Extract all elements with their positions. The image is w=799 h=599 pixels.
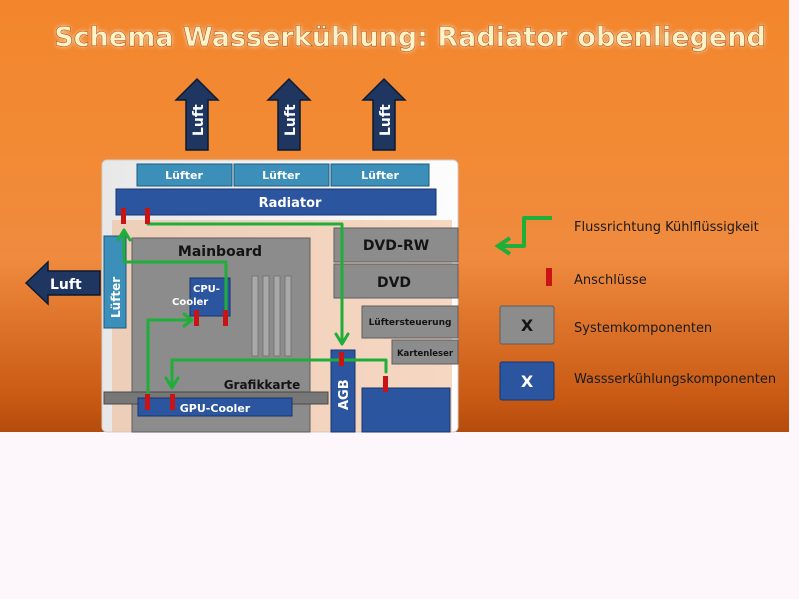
legend-system: X Systemkomponenten <box>499 305 712 345</box>
svg-text:GPU-Cooler: GPU-Cooler <box>180 402 251 415</box>
graphics-card-label: Grafikkarte <box>224 378 301 392</box>
fan-top-2: Lüfter <box>233 163 330 187</box>
legend-ports: Anschlüsse <box>546 268 647 288</box>
svg-text:DVD-RW: DVD-RW <box>363 238 429 254</box>
svg-text:Flussrichtung Kühlflüssigkeit: Flussrichtung Kühlflüssigkeit <box>574 220 759 235</box>
legend-water: X Wassserkühlungskomponenten <box>499 361 776 401</box>
svg-text:AGB: AGB <box>337 379 352 410</box>
air-arrow-left: Luft <box>24 260 101 306</box>
svg-text:Lüfter: Lüfter <box>109 277 123 318</box>
gpu-cooler: GPU-Cooler <box>137 397 293 417</box>
svg-text:Mainboard: Mainboard <box>178 244 262 260</box>
svg-text:Wassserkühlungskomponenten: Wassserkühlungskomponenten <box>574 372 776 387</box>
svg-text:Anschlüsse: Anschlüsse <box>574 273 647 288</box>
svg-text:CPU-: CPU- <box>193 284 220 295</box>
fan-top-3: Lüfter <box>330 163 430 187</box>
air-arrow-up-2: Luft <box>266 77 312 151</box>
card-reader: Kartenleser <box>391 339 459 365</box>
coolant-flow-lines <box>116 222 388 400</box>
svg-text:Lüftersteuerung: Lüftersteuerung <box>369 318 452 328</box>
svg-text:Lüfter: Lüfter <box>361 169 399 182</box>
legend-flow: Flussrichtung Kühlflüssigkeit <box>494 216 759 256</box>
fan-top-1: Lüfter <box>136 163 233 187</box>
fan-side: Lüfter <box>103 235 127 329</box>
svg-text:Cooler: Cooler <box>172 297 208 308</box>
svg-text:Radiator: Radiator <box>259 196 322 211</box>
diagram-title: Schema Wasserkühlung: Radiator obenliege… <box>54 22 766 53</box>
svg-text:X: X <box>521 372 534 391</box>
air-label: Luft <box>378 104 394 136</box>
svg-text:Lüfter: Lüfter <box>262 169 300 182</box>
svg-text:DVD: DVD <box>377 275 411 291</box>
drive-dvd: DVD <box>333 263 459 299</box>
air-label: Luft <box>283 104 299 136</box>
svg-text:X: X <box>521 316 534 335</box>
coolant-ports <box>121 208 388 410</box>
air-label: Luft <box>191 104 207 136</box>
svg-text:Lüfter: Lüfter <box>165 169 203 182</box>
svg-text:Systemkomponenten: Systemkomponenten <box>574 321 712 336</box>
fan-controller: Lüftersteuerung <box>361 305 459 339</box>
radiator: Radiator <box>115 188 437 216</box>
air-label: Luft <box>50 277 82 293</box>
pump <box>361 387 451 433</box>
drive-dvd-rw: DVD-RW <box>333 227 459 263</box>
cpu-cooler: CPU- Cooler <box>172 277 231 317</box>
blank-area <box>0 432 799 599</box>
air-arrow-up-3: Luft <box>361 77 407 151</box>
legend: Flussrichtung Kühlflüssigkeit Anschlüsse… <box>494 216 776 401</box>
air-arrow-up-1: Luft <box>174 77 220 151</box>
svg-text:Kartenleser: Kartenleser <box>397 349 454 359</box>
